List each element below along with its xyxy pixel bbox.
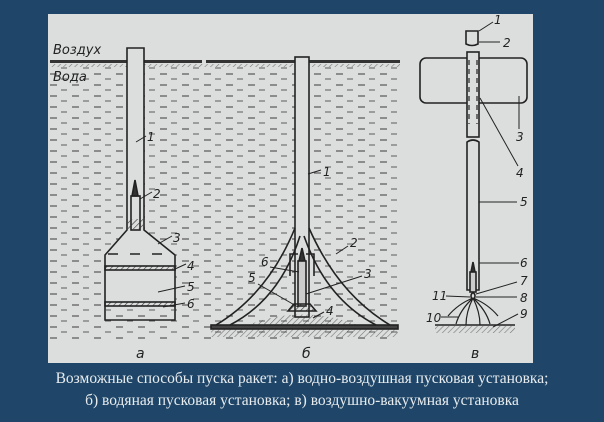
panel-c-part-9: 9 xyxy=(520,307,528,321)
panel-c-part-3: 3 xyxy=(516,130,524,144)
panel-b-letter: б xyxy=(302,346,311,362)
panel-a-part-4: 4 xyxy=(187,259,195,273)
panel-b-part-3: 3 xyxy=(364,267,372,281)
panel-b-part-5: 5 xyxy=(248,271,256,285)
panel-c-part-1: 1 xyxy=(494,14,502,27)
panel-c-part-2: 2 xyxy=(503,36,511,50)
panel-c-letter: в xyxy=(471,346,479,362)
panel-b-water-launcher xyxy=(210,56,399,337)
panel-a-part-3: 3 xyxy=(173,231,181,245)
panel-c-part-5: 5 xyxy=(520,195,528,209)
launch-methods-diagram: Воздух Вода 1 2 3 4 5 6 а xyxy=(48,13,533,363)
panel-a-letter: а xyxy=(136,346,145,362)
panel-a-part-1: 1 xyxy=(147,130,155,144)
panel-a-part-5: 5 xyxy=(187,280,195,294)
panel-a-part-2: 2 xyxy=(153,187,161,201)
water-label: Вода xyxy=(53,70,87,85)
caption-line-1: Возможные способы пуска ракет: а) водно-… xyxy=(55,370,549,387)
panel-a-water-air-launcher xyxy=(104,47,176,321)
panel-b-part-1: 1 xyxy=(323,165,331,179)
panel-a-part-6: 6 xyxy=(187,297,195,311)
panel-b-leaders xyxy=(257,169,363,319)
caption-line-2: б) водяная пусковая установка; в) воздуш… xyxy=(85,392,519,409)
panel-c-part-8: 8 xyxy=(520,291,528,305)
panel-c-part-6: 6 xyxy=(520,256,528,270)
panel-c-leaders xyxy=(441,21,520,328)
air-label: Воздух xyxy=(53,43,101,58)
panel-b-part-6: 6 xyxy=(261,255,269,269)
panel-a-leaders xyxy=(135,135,187,308)
panel-c-part-11: 11 xyxy=(432,289,447,303)
panel-b-part-2: 2 xyxy=(350,236,358,250)
panel-c-part-10: 10 xyxy=(426,311,442,325)
panel-b-part-4: 4 xyxy=(326,304,334,318)
panel-c-part-7: 7 xyxy=(520,274,528,288)
panel-c-part-4: 4 xyxy=(516,166,524,180)
panel-c-air-vacuum-launcher xyxy=(419,30,528,333)
water-region xyxy=(50,60,400,342)
